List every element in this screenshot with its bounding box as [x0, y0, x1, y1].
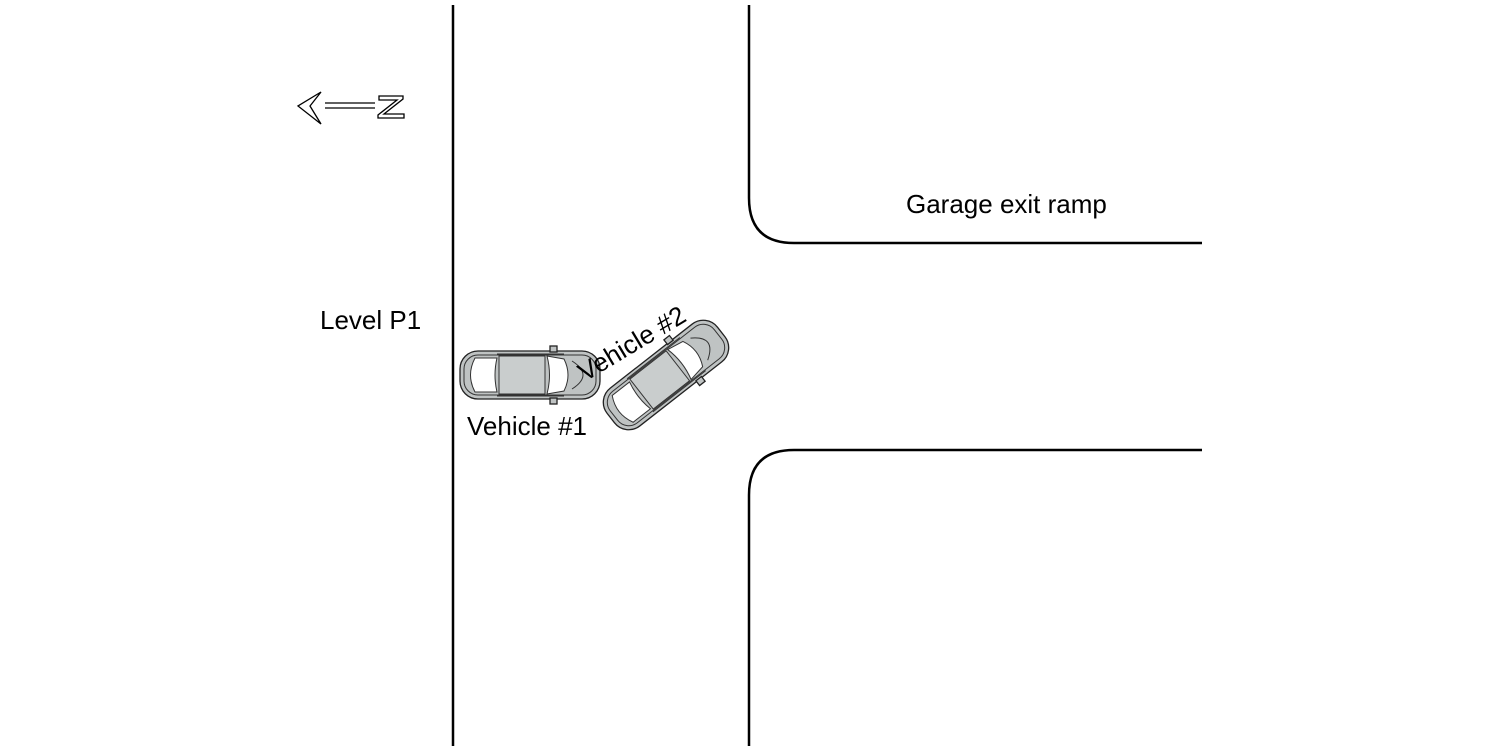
north-arrow-icon	[296, 91, 405, 125]
ramp-upper-edge	[747, 5, 1202, 245]
level-p1-label: Level P1	[320, 305, 421, 335]
road-lines	[451, 5, 1202, 746]
vehicle-1-label: Vehicle #1	[467, 411, 587, 441]
vehicle-2	[602, 319, 730, 431]
ramp-lower-edge	[747, 448, 1202, 746]
vehicle-1	[459, 345, 601, 405]
garage-exit-ramp-label: Garage exit ramp	[906, 189, 1107, 219]
